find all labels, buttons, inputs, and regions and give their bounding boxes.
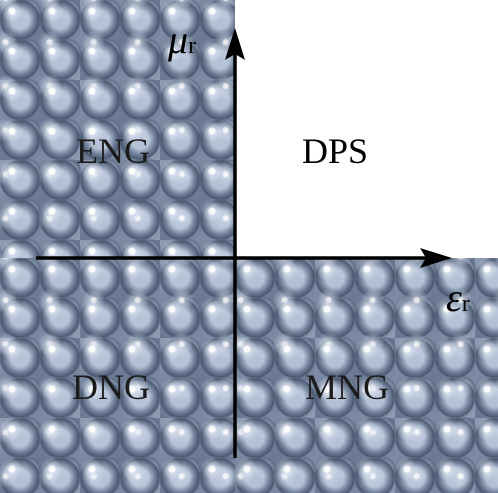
y-axis-arrowhead [225, 28, 245, 60]
dng-quadrant [0, 258, 235, 493]
mng-quadrant [235, 258, 498, 493]
eng-quadrant [0, 0, 235, 258]
dng-label: DNG [72, 367, 150, 407]
x-axis-arrowhead [420, 248, 452, 268]
y-axis-subscript: r [188, 33, 197, 59]
dps-quadrant [235, 0, 498, 258]
x-axis-label: εr [446, 278, 470, 318]
x-axis-subscript: r [461, 291, 470, 317]
x-axis-symbol: ε [446, 275, 462, 320]
y-axis-label: μr [168, 20, 196, 60]
y-axis-symbol: μ [168, 17, 189, 62]
mng-label: MNG [305, 367, 390, 407]
eng-label: ENG [76, 131, 150, 171]
dps-label: DPS [302, 131, 369, 171]
